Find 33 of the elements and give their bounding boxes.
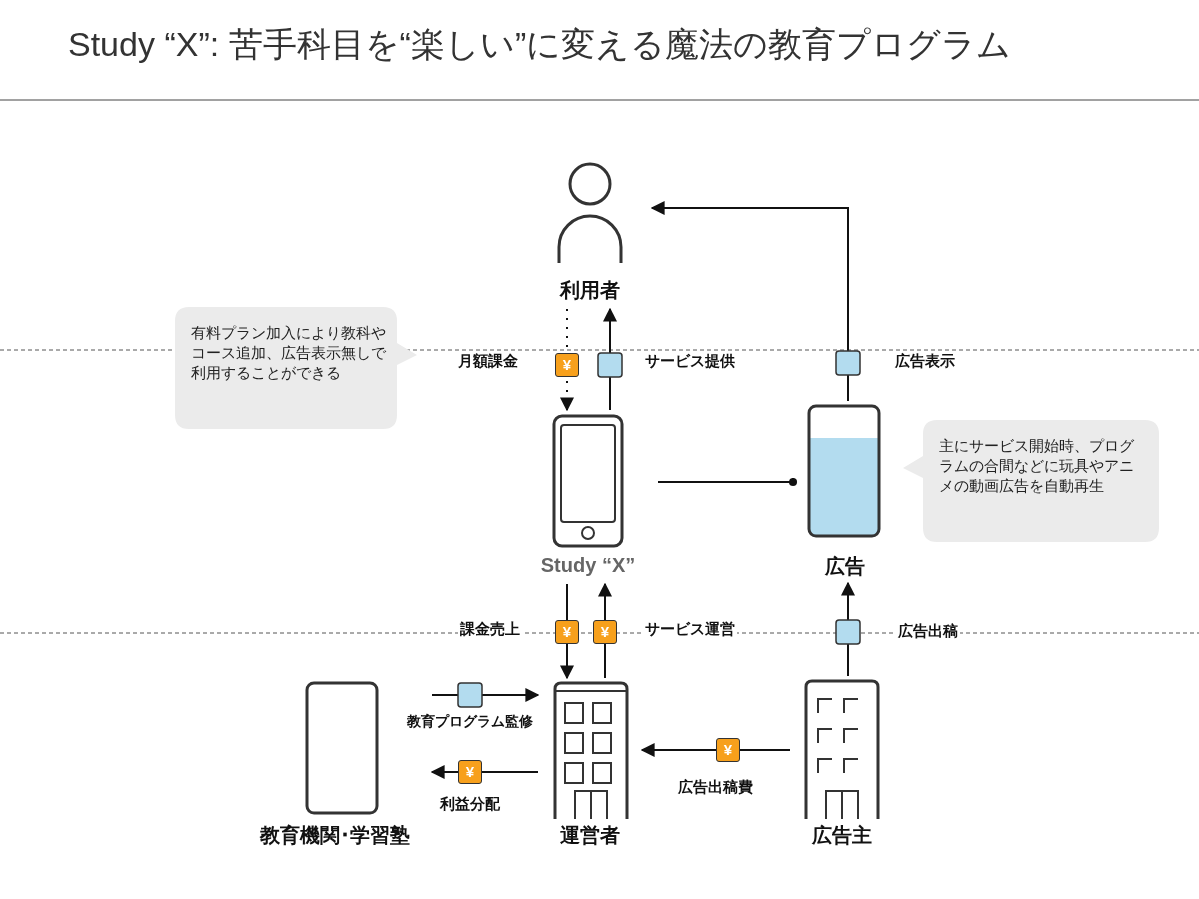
node-label: 利用者: [558, 278, 621, 303]
callout-text: 主にサービス開始時、プログラムの合間などに玩具やアニメの動画広告を自動再生: [939, 436, 1135, 496]
connector-line: [657, 477, 798, 487]
arrow: [603, 307, 617, 411]
arrow: [431, 688, 540, 702]
edge-label: サービス提供: [643, 352, 737, 371]
arrow: [640, 743, 791, 757]
arrow: [560, 308, 574, 412]
edge-label: 広告出稿: [896, 622, 960, 641]
yen-tag: ¥: [458, 760, 482, 784]
node-label: 運営者: [559, 823, 621, 848]
arrow: [841, 581, 855, 677]
edge-label: 広告出稿費: [675, 778, 755, 797]
edge-label: 月額課金: [456, 352, 520, 371]
node-label: Study “X”: [539, 554, 637, 577]
arrow: [560, 583, 574, 680]
edge-label: 教育プログラム監修: [405, 713, 535, 731]
yen-tag: ¥: [555, 620, 579, 644]
yen-tag: ¥: [593, 620, 617, 644]
title: Study “X”: 苦手科目を“楽しい”に変える魔法の教育プログラム: [68, 24, 1012, 65]
edge-label: サービス運営: [643, 620, 737, 639]
callout-text: 有料プラン加入により教科やコース追加、広告表示無しで利用することができる: [191, 323, 387, 383]
node-label: 教育機関･学習塾: [259, 823, 411, 848]
arrow: [430, 765, 539, 779]
edge-label: 利益分配: [438, 795, 502, 814]
edge-label: 広告表示: [893, 352, 957, 371]
node-label: 広告主: [811, 823, 873, 848]
node-label: 広告: [824, 554, 866, 579]
yen-tag: ¥: [716, 738, 740, 762]
arrow: [650, 201, 849, 402]
edge-label: 課金売上: [458, 620, 522, 639]
arrow: [598, 582, 612, 679]
yen-tag: ¥: [555, 353, 579, 377]
